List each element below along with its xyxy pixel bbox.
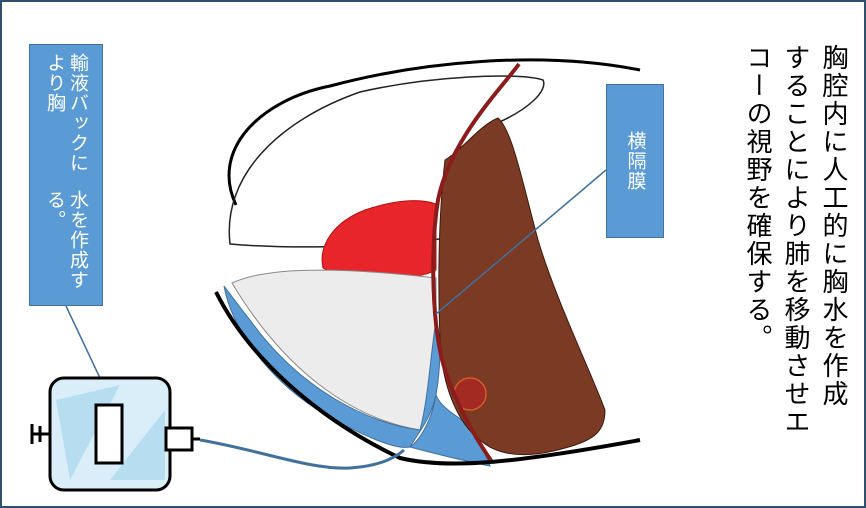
diaphragm-label-box: 横隔膜	[606, 84, 664, 238]
bag-pointer	[66, 306, 100, 378]
chest-wall-upper	[229, 60, 640, 205]
bag-label-box: 輸液バックにより胸 水を作成する。	[29, 44, 103, 306]
bag-label-line1: 輸液バックにより胸	[43, 53, 89, 190]
heart	[322, 201, 436, 280]
caption-line3: コーの視野を確保する。	[738, 44, 776, 502]
bag-label-line2: 水を作成する。	[43, 190, 89, 297]
infusion-bag-icon	[32, 378, 200, 490]
caption-text: 胸腔内に人工的に胸水を作成 することにより肺を移動させエ コーの視野を確保する。	[722, 40, 852, 502]
caption-line2: することにより肺を移動させエ	[776, 44, 814, 502]
caption-line1: 胸腔内に人工的に胸水を作成	[814, 44, 852, 502]
diaphragm-label: 横隔膜	[624, 131, 647, 191]
